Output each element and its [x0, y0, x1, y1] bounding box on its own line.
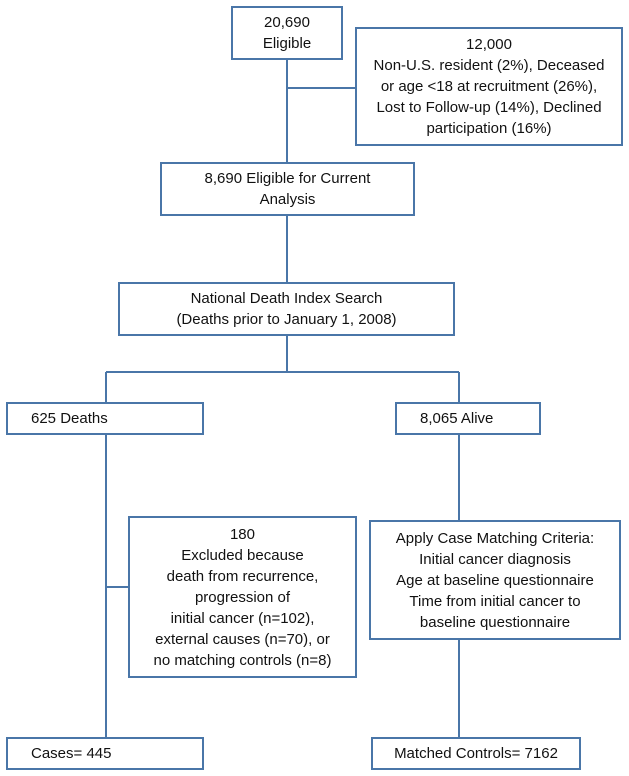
excluded-initial-text: 12,000 Non-U.S. resident (2%), Deceased … [373, 36, 605, 137]
excluded-initial-box: 12,000 Non-U.S. resident (2%), Deceased … [355, 27, 623, 146]
alive-box: 8,065 Alive [395, 402, 541, 435]
deaths-box: 625 Deaths [6, 402, 204, 435]
matched-controls-box: Matched Controls= 7162 [371, 737, 581, 770]
matching-criteria-box: Apply Case Matching Criteria: Initial ca… [369, 520, 621, 640]
cases-box: Cases= 445 [6, 737, 204, 770]
ndi-search-text: National Death Index Search (Deaths prio… [176, 290, 397, 328]
deaths-text: 625 Deaths [31, 410, 108, 427]
ndi-search-box: National Death Index Search (Deaths prio… [118, 282, 455, 336]
eligible-current-text: 8,690 Eligible for Current Analysis [204, 170, 371, 208]
excluded-deaths-box: 180 Excluded because death from recurren… [128, 516, 357, 678]
eligible-text: 20,690 Eligible [262, 14, 312, 52]
cases-text: Cases= 445 [31, 745, 112, 762]
eligible-box: 20,690 Eligible [231, 6, 343, 60]
eligible-current-box: 8,690 Eligible for Current Analysis [160, 162, 415, 216]
matching-criteria-text: Apply Case Matching Criteria: Initial ca… [395, 529, 595, 631]
alive-text: 8,065 Alive [420, 410, 494, 427]
matched-controls-text: Matched Controls= 7162 [394, 745, 558, 762]
excluded-deaths-text: 180 Excluded because death from recurren… [153, 525, 332, 669]
